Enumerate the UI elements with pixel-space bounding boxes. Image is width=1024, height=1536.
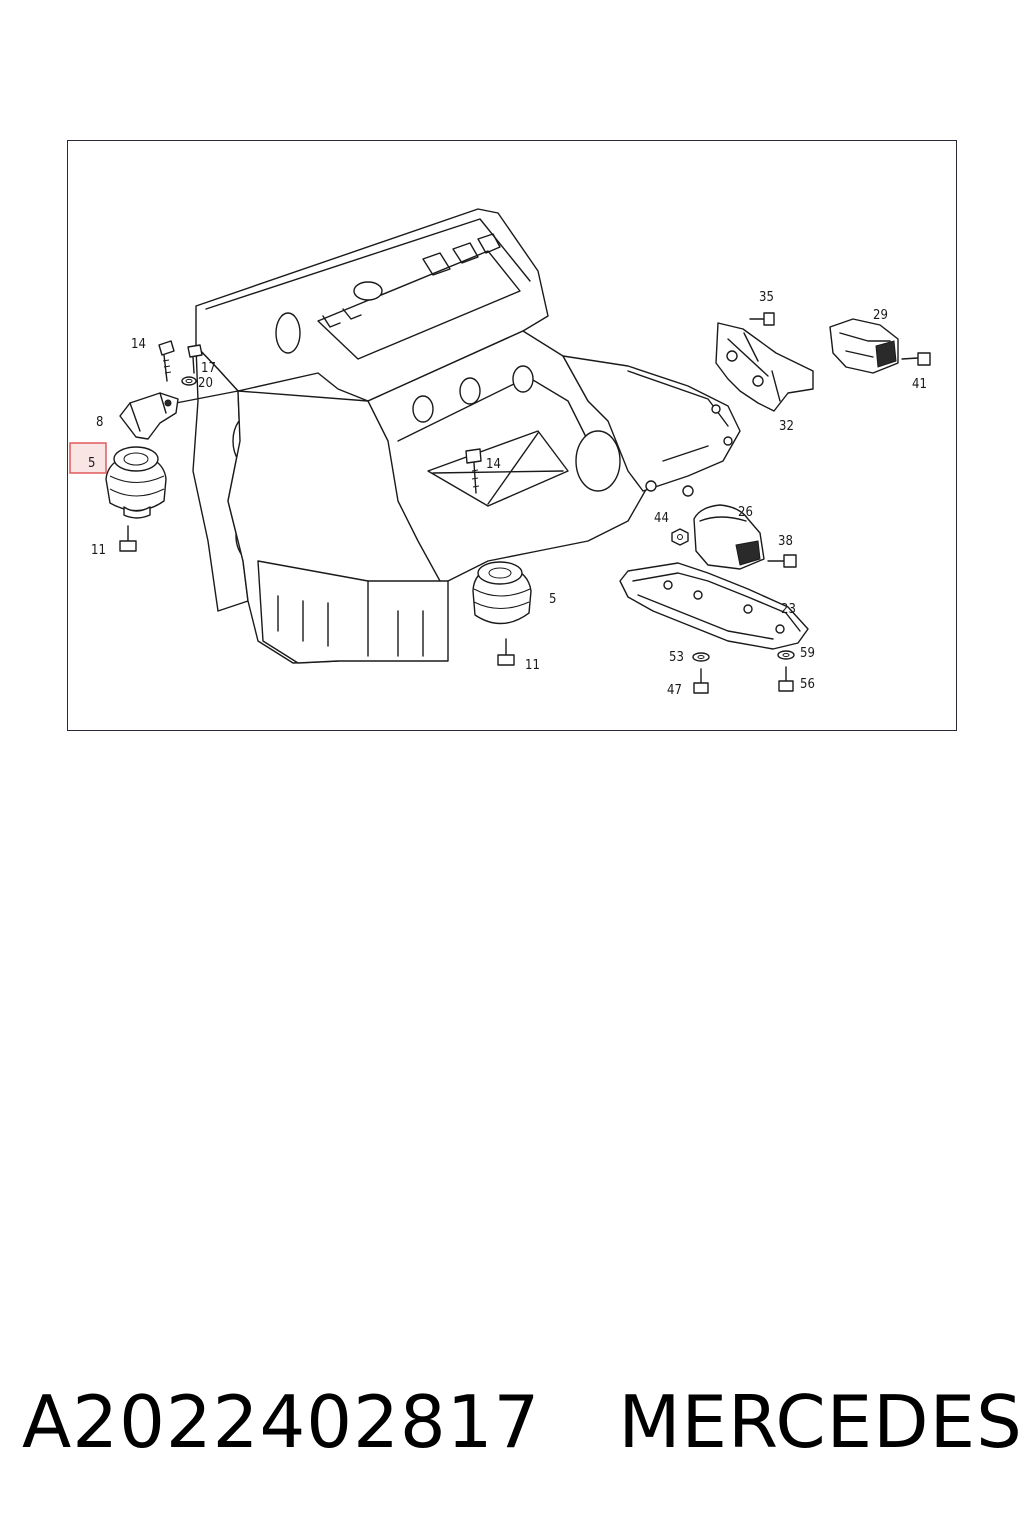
part-number: A2022402817 <box>22 1380 541 1464</box>
callout-labels: 14 17 20 8 5 11 14 5 11 35 29 41 32 26 4… <box>88 290 927 698</box>
callout-47: 47 <box>667 683 682 698</box>
diagram-frame: 14 17 20 8 5 11 14 5 11 35 29 41 32 26 4… <box>67 140 957 731</box>
callout-20: 20 <box>198 376 213 391</box>
washer-59 <box>777 650 795 660</box>
callout-17: 17 <box>201 361 216 376</box>
callout-44: 44 <box>654 511 669 526</box>
callout-11-center: 11 <box>525 658 540 673</box>
callout-35: 35 <box>759 290 774 305</box>
callout-5-center: 5 <box>549 592 556 607</box>
bracket-32 <box>715 322 814 412</box>
bolt-35 <box>749 312 775 326</box>
engine-mount-5-center <box>472 561 532 625</box>
bolt-47 <box>693 668 709 694</box>
bolt-56 <box>778 666 794 692</box>
callout-11-left: 11 <box>91 543 106 558</box>
callout-14-left: 14 <box>131 337 146 352</box>
bolt-14-center <box>465 448 482 494</box>
highlight-box <box>69 442 107 474</box>
footer-caption: A2022402817 MERCEDES <box>22 1372 1022 1472</box>
bolt-38 <box>767 554 797 568</box>
washer-20 <box>181 376 197 386</box>
mount-26 <box>693 504 765 570</box>
callout-5-left[interactable]: 5 <box>88 456 95 471</box>
callout-32: 32 <box>779 419 794 434</box>
callout-59: 59 <box>800 646 815 661</box>
callout-14-center: 14 <box>486 457 501 472</box>
callout-26: 26 <box>738 505 753 520</box>
brand-name: MERCEDES <box>618 1380 1023 1464</box>
bolt-17 <box>187 344 203 374</box>
engine-block <box>175 208 741 664</box>
callout-53: 53 <box>669 650 684 665</box>
crossmember-23 <box>619 562 809 650</box>
mount-29 <box>829 318 899 374</box>
callout-41: 41 <box>912 377 927 392</box>
nut-44 <box>671 528 689 546</box>
callout-56: 56 <box>800 677 815 692</box>
bracket-8 <box>119 392 179 440</box>
washer-53 <box>692 652 710 662</box>
callout-8: 8 <box>96 415 103 430</box>
bolt-11-left <box>119 525 137 552</box>
bolt-14-left <box>158 340 175 382</box>
callout-29: 29 <box>873 308 888 323</box>
engine-mount-diagram: 14 17 20 8 5 11 14 5 11 35 29 41 32 26 4… <box>69 208 931 698</box>
callout-38: 38 <box>778 534 793 549</box>
bolt-11-center <box>497 638 515 666</box>
callout-23: 23 <box>781 602 796 617</box>
bolt-41 <box>901 352 931 366</box>
engine-mount-5-left <box>105 446 167 519</box>
